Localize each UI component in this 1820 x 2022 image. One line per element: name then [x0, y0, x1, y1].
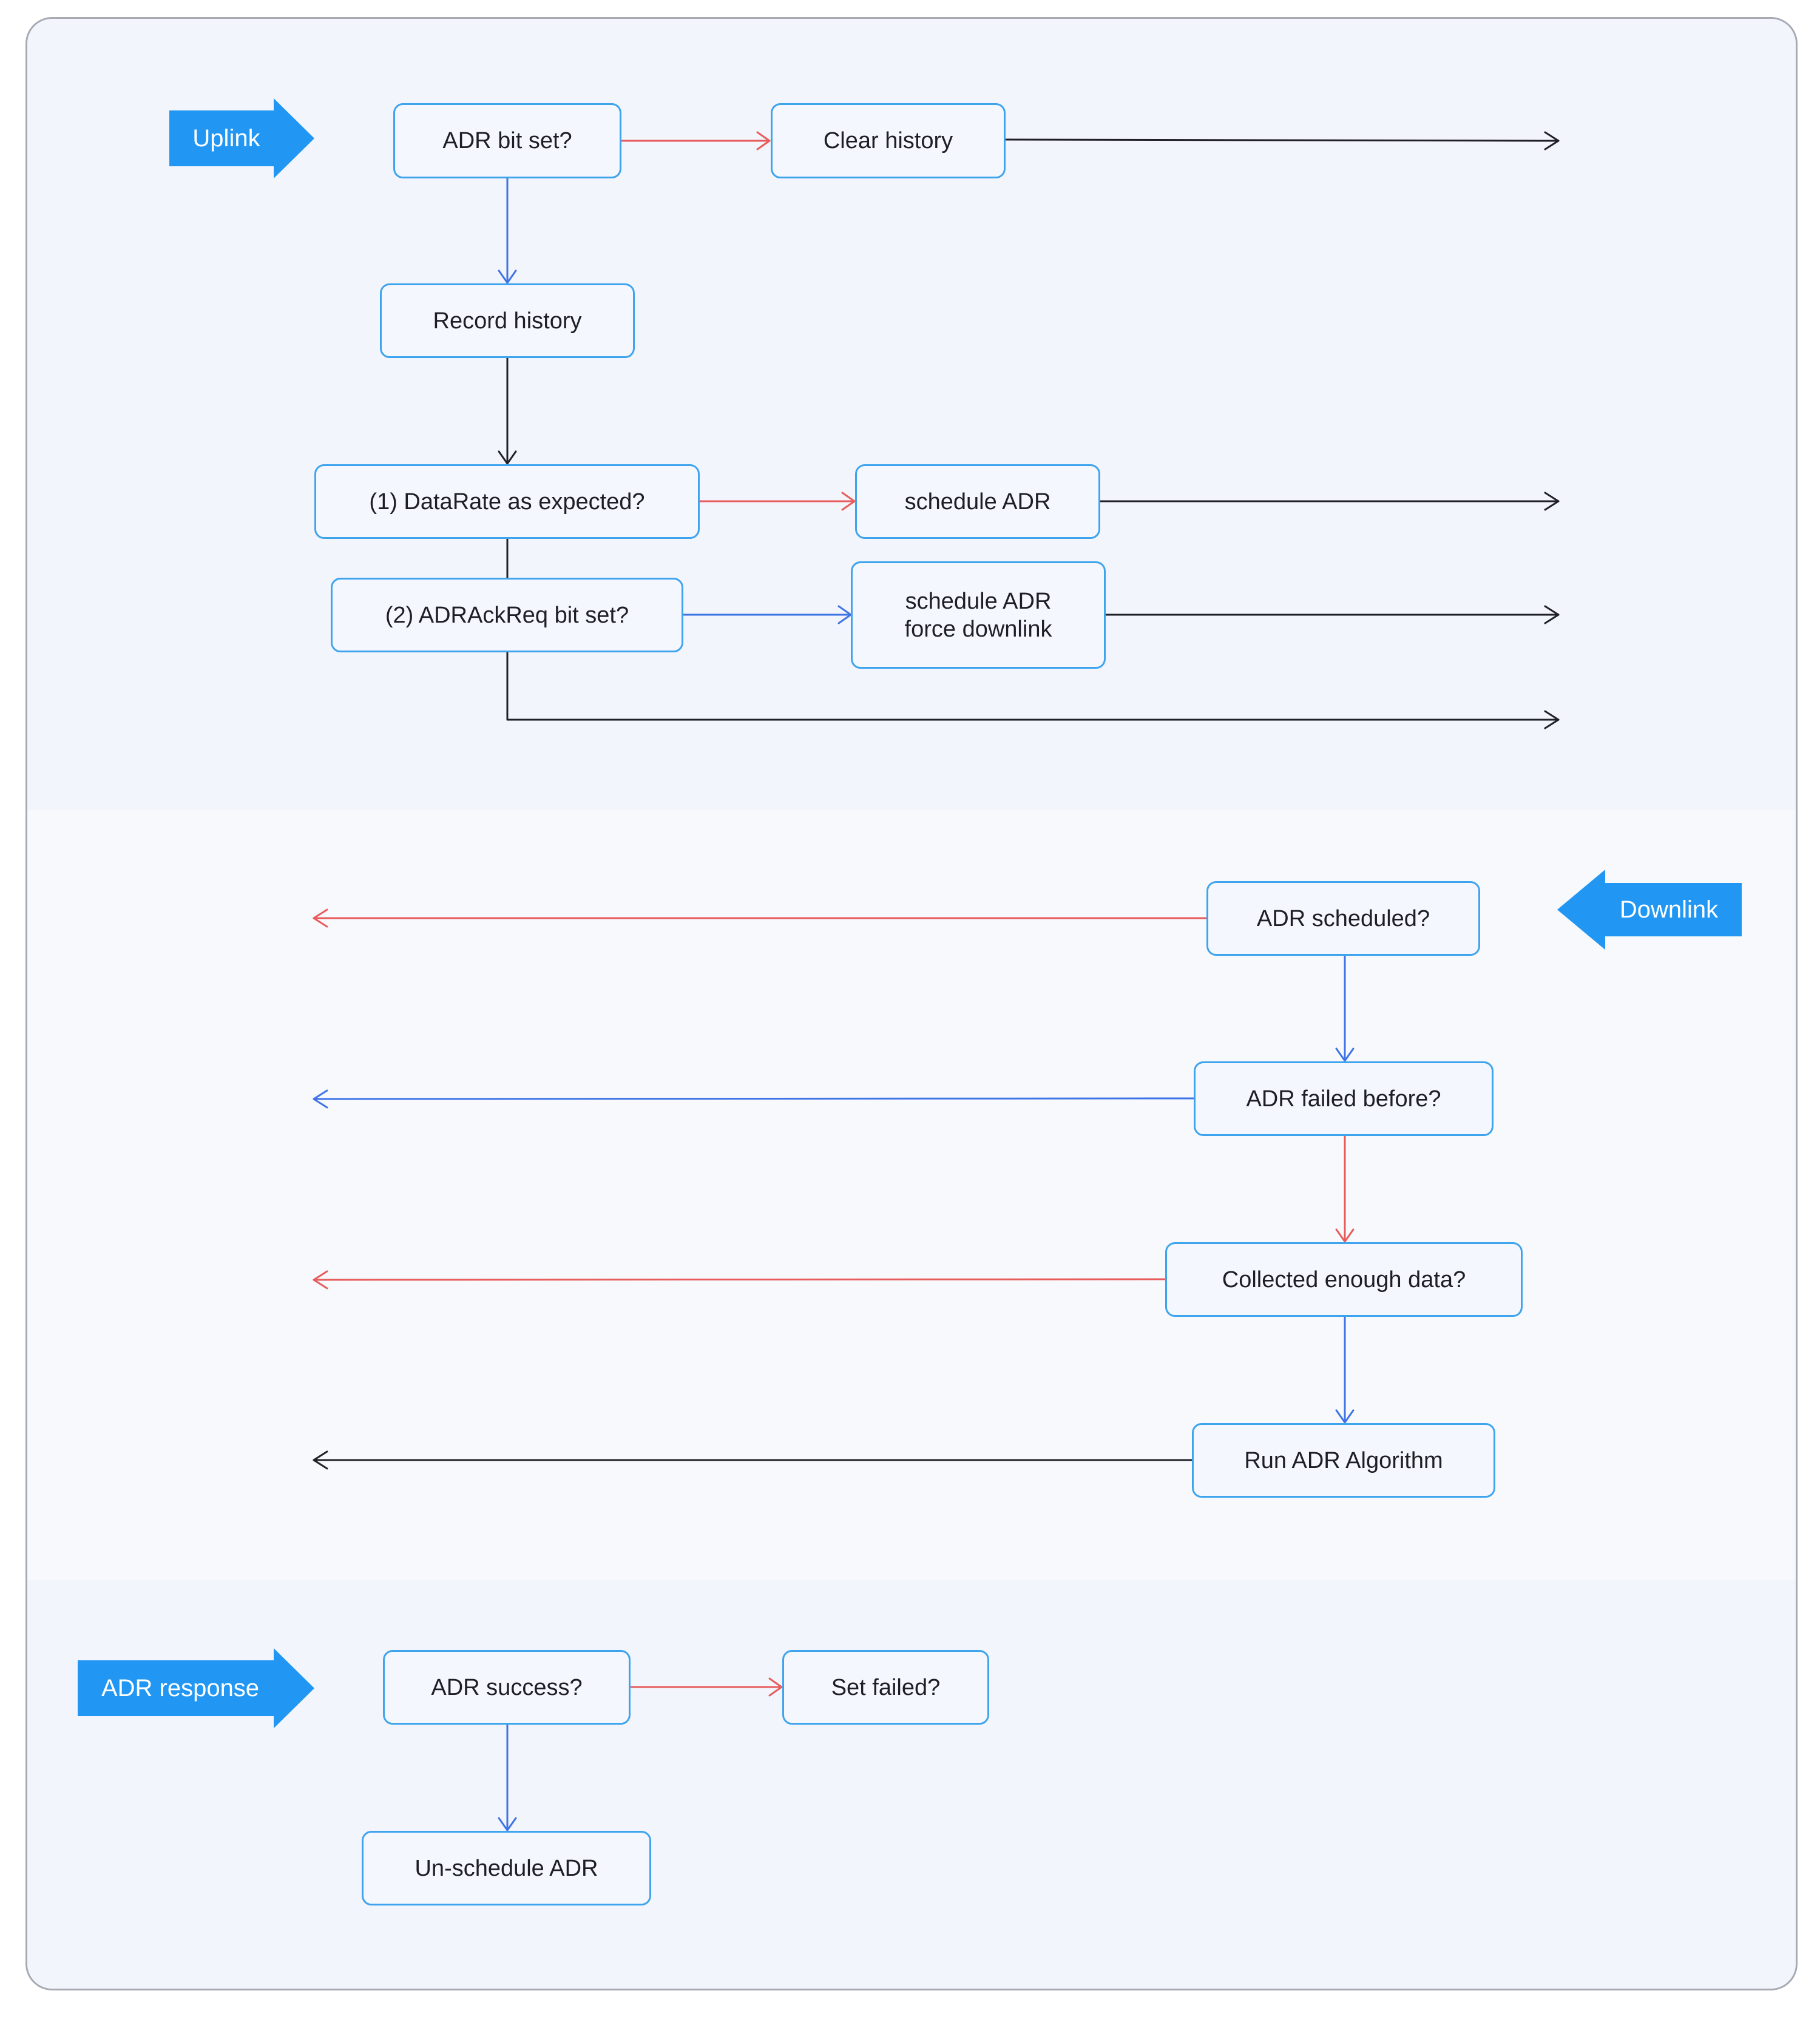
edge-failed-before-to-exit	[313, 1089, 1195, 1109]
adr-response-tag-label: ADR response	[101, 1675, 259, 1702]
edge-run-algorithm-to-exit	[313, 1450, 1193, 1470]
downlink-band	[27, 810, 1796, 1580]
downlink-tag: Downlink	[1557, 870, 1742, 950]
node-clear-history: Clear history	[771, 103, 1006, 178]
edge-record-history-to-datarate	[498, 357, 517, 465]
edge-adrackreq-to-schedule-force	[682, 605, 852, 624]
node-run-adr-algorithm: Run ADR Algorithm	[1192, 1423, 1495, 1498]
node-datarate-as-expected: (1) DataRate as expected?	[314, 464, 700, 539]
adr-response-tag: ADR response	[78, 1648, 314, 1728]
uplink-tag-label: Uplink	[192, 125, 260, 152]
node-adr-success: ADR success?	[383, 1650, 631, 1725]
node-schedule-adr: schedule ADR	[855, 464, 1100, 539]
node-adr-scheduled: ADR scheduled?	[1206, 881, 1480, 956]
edge-failed-before-to-collected	[1335, 1135, 1355, 1243]
node-unschedule-adr: Un-schedule ADR	[362, 1831, 651, 1905]
downlink-tag-label: Downlink	[1620, 896, 1719, 923]
node-adrackreq-bit-set: (2) ADRAckReq bit set?	[331, 578, 683, 652]
edge-adr-success-to-set-failed	[629, 1677, 783, 1697]
edge-adr-scheduled-to-failed-before	[1335, 955, 1355, 1062]
edge-adr-bit-to-clear-history	[620, 131, 771, 150]
edge-schedule-force-to-exit	[1105, 605, 1560, 624]
edge-collected-to-exit	[313, 1270, 1166, 1290]
node-schedule-adr-force-downlink: schedule ADR force downlink	[851, 561, 1106, 669]
edge-clear-history-to-exit	[1004, 131, 1560, 150]
edge-collected-to-run-algorithm	[1335, 1316, 1355, 1424]
node-set-failed: Set failed?	[782, 1650, 989, 1725]
adr-response-band	[27, 1580, 1796, 1989]
node-collected-enough-data: Collected enough data?	[1165, 1242, 1523, 1317]
edge-adr-success-to-unschedule	[498, 1723, 517, 1831]
uplink-tag: Uplink	[169, 98, 314, 178]
edge-adrackreq-to-exit	[506, 651, 1560, 729]
node-adr-bit-set: ADR bit set?	[393, 103, 621, 178]
node-record-history: Record history	[380, 283, 635, 358]
edge-schedule-adr-to-exit	[1099, 492, 1560, 511]
edge-adr-scheduled-to-exit	[313, 908, 1208, 928]
edge-adr-bit-to-record-history	[498, 177, 517, 284]
node-adr-failed-before: ADR failed before?	[1194, 1061, 1494, 1136]
edge-datarate-to-schedule-adr	[699, 492, 856, 511]
